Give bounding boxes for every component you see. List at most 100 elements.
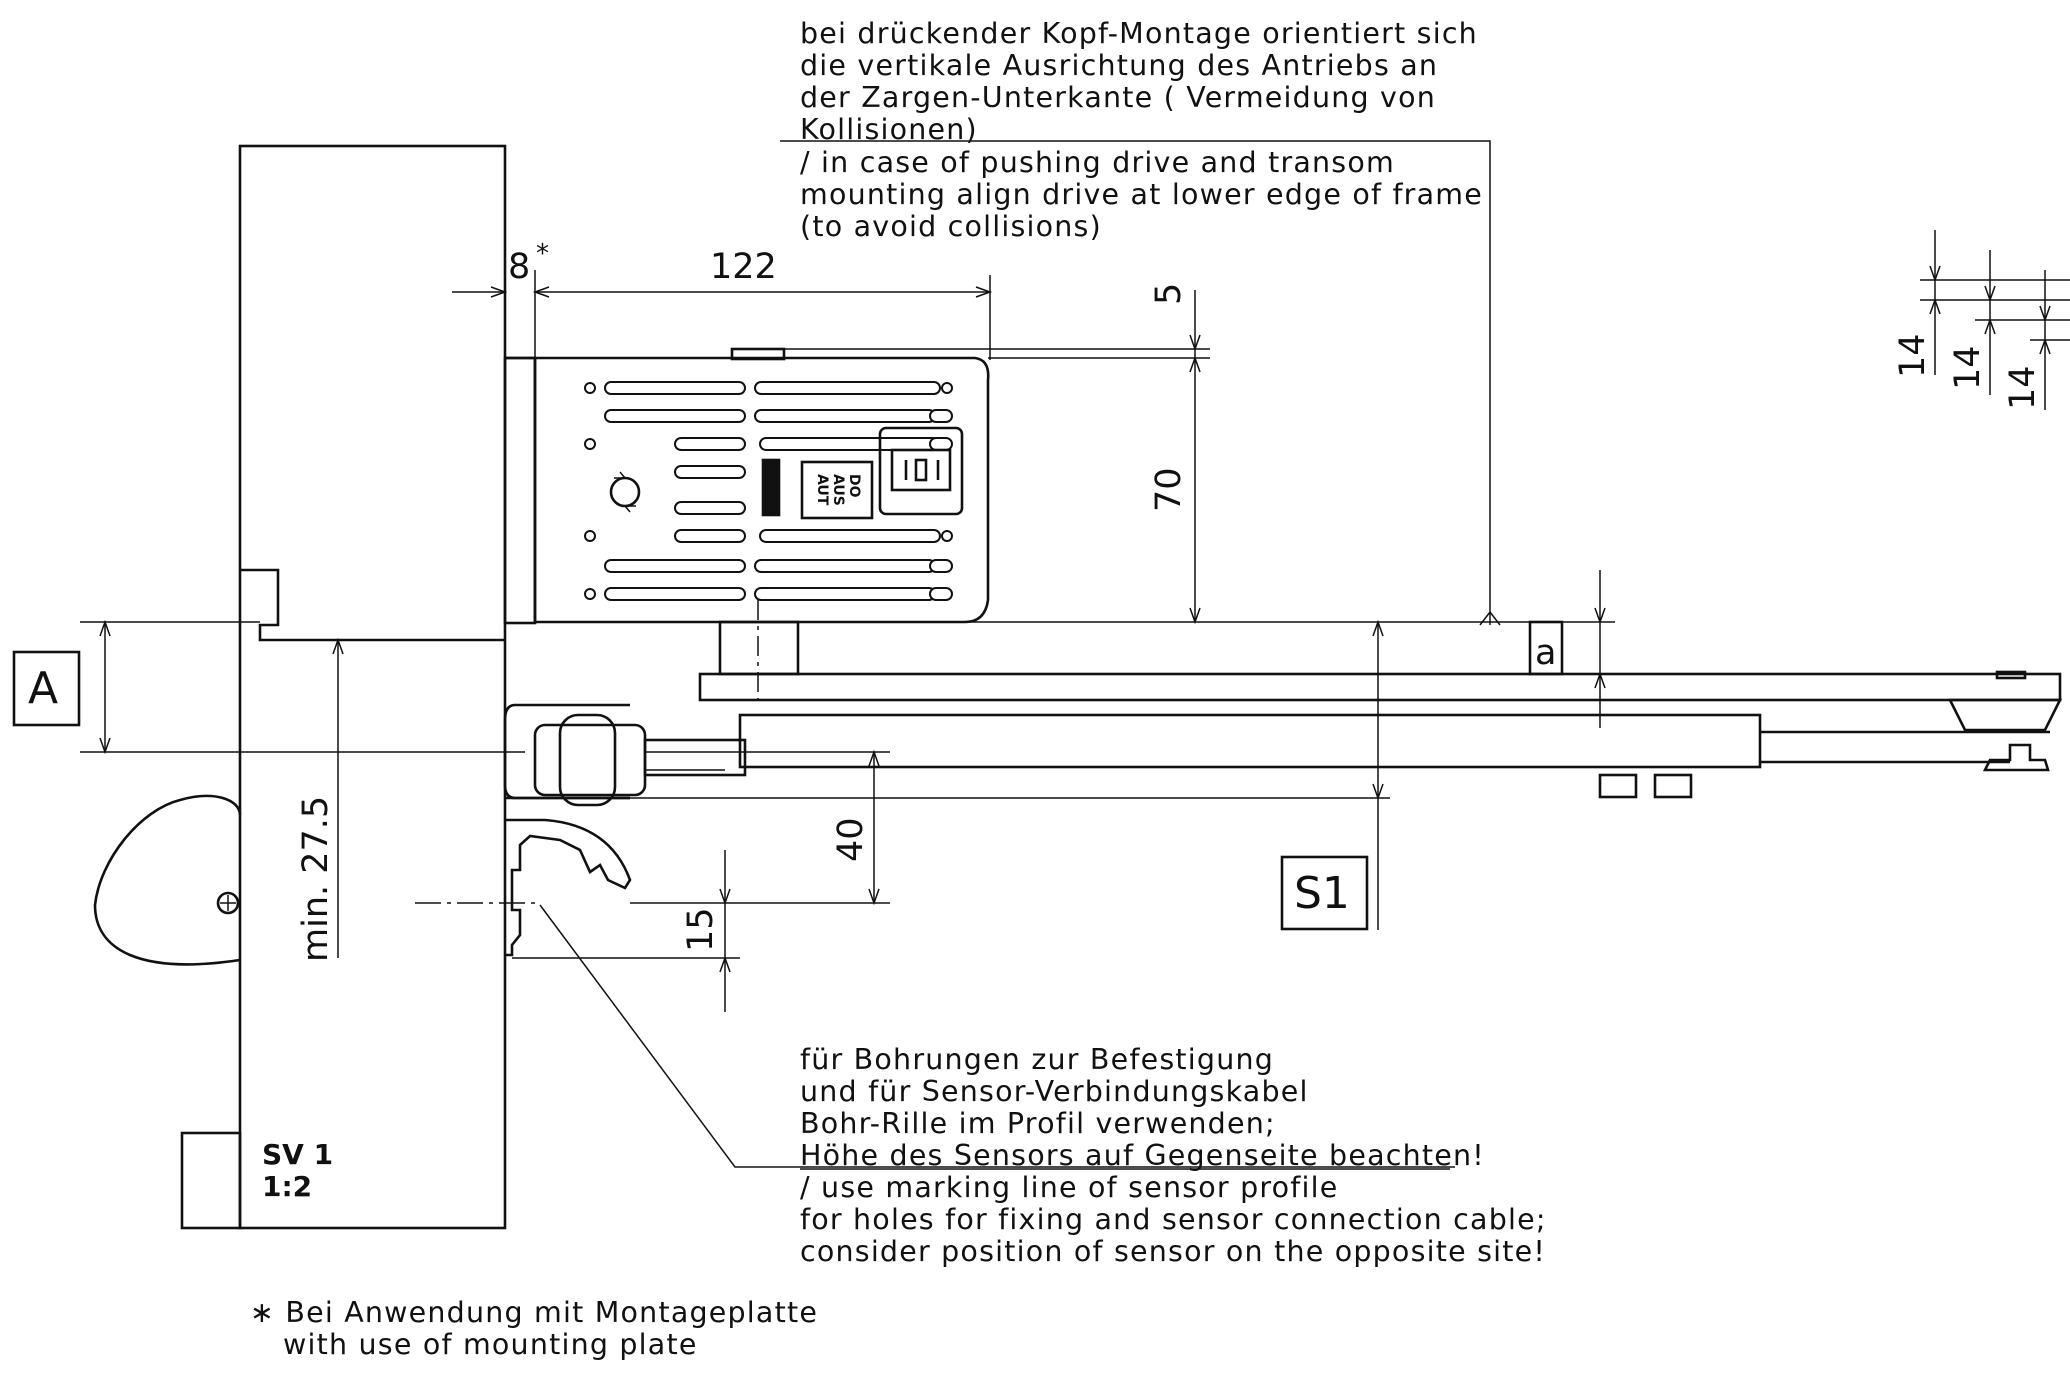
program-switch: [890, 448, 952, 492]
arrow: [719, 955, 731, 973]
drive-indicator: [761, 458, 781, 517]
rotate-icon: [609, 471, 641, 513]
dim-5: 5: [1149, 283, 1189, 305]
dim-min-27-5: min. 27.5: [296, 796, 336, 962]
dimension-14: 14 14 14: [1893, 230, 2070, 410]
dim-14-b: 14: [1948, 345, 1988, 390]
dimension-a: [1594, 570, 1606, 728]
dim-70: 70: [1149, 467, 1189, 512]
slot: [759, 529, 941, 543]
arrow: [1984, 285, 1996, 303]
handle-shape: [93, 794, 242, 966]
switch-labels: DO AUS AUT: [814, 474, 862, 506]
slot: [604, 587, 746, 601]
arrow: [1929, 297, 1941, 315]
slot: [929, 587, 953, 601]
switch-mark-2: [914, 458, 928, 482]
arrow: [490, 286, 508, 298]
note-bottom: für Bohrungen zur Befestigung und für Se…: [800, 1043, 1547, 1268]
note-top-arrow: [1479, 610, 1501, 626]
frame-rebate: [240, 568, 505, 642]
slot: [674, 465, 746, 479]
dimension-right: 5 70: [535, 283, 1615, 625]
arrow: [1189, 355, 1201, 373]
note-top-en-2: mounting align drive at lower edge of fr…: [800, 178, 1483, 211]
drive-shaft: [718, 620, 800, 676]
switch-label-aus: AUS: [830, 474, 846, 506]
footnote-de: ∗ Bei Anwendung mit Montageplatte: [250, 1296, 818, 1329]
dim-14-a: 14: [1893, 333, 1933, 378]
arrow: [1929, 265, 1941, 283]
note-top: bei drückender Kopf-Montage orientiert s…: [800, 17, 1483, 243]
note-bottom-en-3: consider position of sensor on the oppos…: [800, 1235, 1546, 1268]
dim-box-A: [12, 650, 81, 727]
slot: [604, 409, 746, 423]
hole: [941, 382, 953, 394]
footnote: ∗ Bei Anwendung mit Montageplatte with u…: [250, 1296, 818, 1361]
hole: [584, 438, 596, 450]
label-S1: S1: [1294, 868, 1350, 919]
slot: [754, 559, 936, 573]
note-top-de-3: der Zargen-Unterkante ( Vermeidung von: [800, 81, 1436, 114]
hole: [584, 588, 596, 600]
sensor-profile: [415, 818, 632, 957]
arrow: [1372, 619, 1384, 637]
arrow: [1189, 607, 1201, 625]
drive-unit: DO AUS AUT: [533, 347, 990, 624]
slot: [674, 437, 746, 451]
label-sv: SV 1: [262, 1138, 333, 1171]
footnote-en: with use of mounting plate: [283, 1328, 698, 1361]
rail-foot-1: [1598, 773, 1638, 799]
arrow: [532, 286, 550, 298]
arm-end-cap: [1995, 670, 2027, 680]
slide-rail: [738, 713, 1762, 769]
note-bottom-en-1: / use marking line of sensor profile: [800, 1171, 1339, 1204]
note-top-de-1: bei drückender Kopf-Montage orientiert s…: [800, 17, 1478, 50]
slot: [674, 501, 746, 515]
dim-8-star: *: [536, 239, 549, 269]
dim-14-c: 14: [2003, 365, 2043, 410]
door-handle: [93, 794, 242, 966]
slot: [604, 381, 746, 395]
slot: [754, 381, 941, 395]
arrow: [868, 888, 880, 906]
note-top-en-3: (to avoid collisions): [800, 210, 1102, 243]
slot: [929, 437, 953, 451]
rotate-arrow-1: [614, 471, 627, 479]
arrow: [2039, 305, 2051, 323]
vent-slots: [584, 381, 953, 601]
dim-122: 122: [710, 247, 777, 287]
roller-wheel: [558, 713, 617, 807]
arrow: [868, 749, 880, 767]
dim-15: 15: [681, 907, 721, 952]
switch-label-box: [800, 460, 874, 520]
dimension-S1: S1: [630, 619, 1390, 931]
dimension-A: A: [12, 619, 111, 755]
mounting-plate: [503, 356, 537, 625]
frame-foot: [180, 1131, 242, 1230]
roller-mount: [1982, 743, 2050, 772]
arm: a: [503, 620, 2063, 807]
slot: [754, 587, 936, 601]
hole: [941, 530, 953, 542]
slot: [929, 409, 953, 423]
slot: [674, 529, 746, 543]
note-top-de-2: die vertikale Ausrichtung des Antriebs a…: [800, 49, 1438, 82]
note-top-en-1: / in case of pushing drive and transom: [800, 146, 1395, 179]
frame-profile: [238, 144, 507, 1230]
hole: [584, 382, 596, 394]
arrow: [332, 637, 344, 655]
arrow: [1594, 607, 1606, 625]
rotate-arrow-2: [623, 505, 636, 513]
label-A: A: [28, 663, 58, 714]
switch-housing: [878, 426, 964, 516]
arrow: [2039, 337, 2051, 355]
arrow: [1189, 334, 1201, 352]
arm-upper: [698, 672, 2062, 702]
dimension-min: min. 27.5: [296, 637, 344, 962]
note-bottom-en-2: for holes for fixing and sensor connecti…: [800, 1203, 1547, 1236]
dim-box-S1: [1280, 855, 1369, 931]
slot: [754, 409, 936, 423]
note-top-leader: [780, 140, 1491, 625]
